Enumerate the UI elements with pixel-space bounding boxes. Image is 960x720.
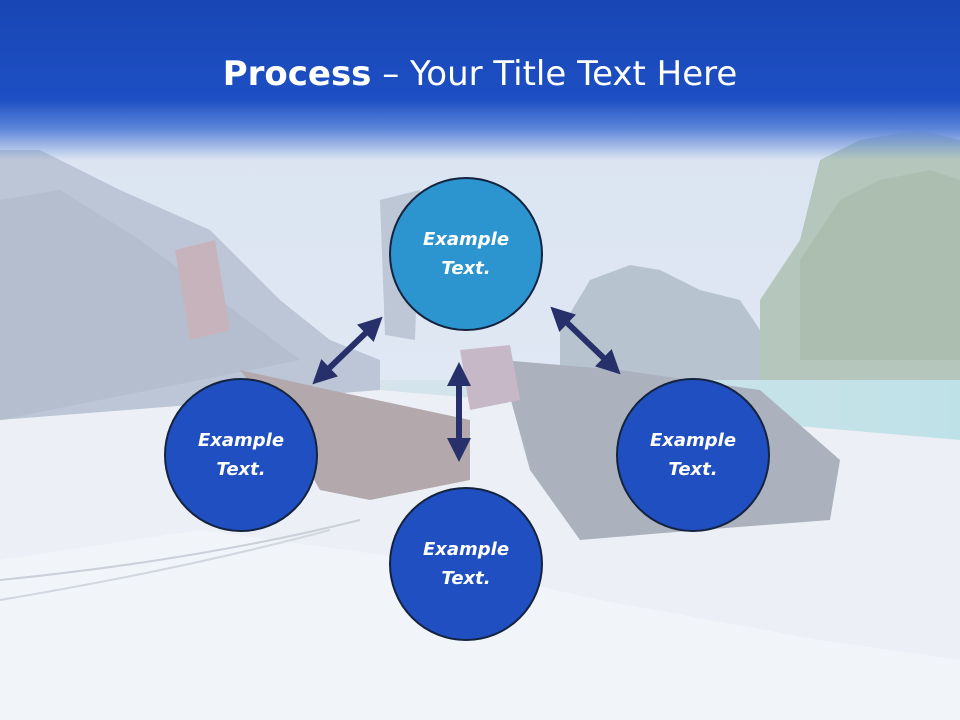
title-bold: Process [222, 54, 372, 94]
node-bottom-label: Example Text. [422, 539, 510, 589]
slide-title: Process – Your Title Text Here [0, 52, 960, 96]
title-rest: – Your Title Text Here [371, 54, 738, 94]
node-left: Example Text. [164, 378, 318, 532]
node-top-label: Example Text. [422, 229, 510, 279]
arrow-top-left [312, 316, 383, 385]
title-bar [0, 0, 960, 160]
node-right-label: Example Text. [649, 430, 737, 480]
arrow-top-right [550, 306, 621, 375]
node-bottom: Example Text. [389, 487, 543, 641]
node-top: Example Text. [389, 177, 543, 331]
node-right: Example Text. [616, 378, 770, 532]
node-left-label: Example Text. [197, 430, 285, 480]
